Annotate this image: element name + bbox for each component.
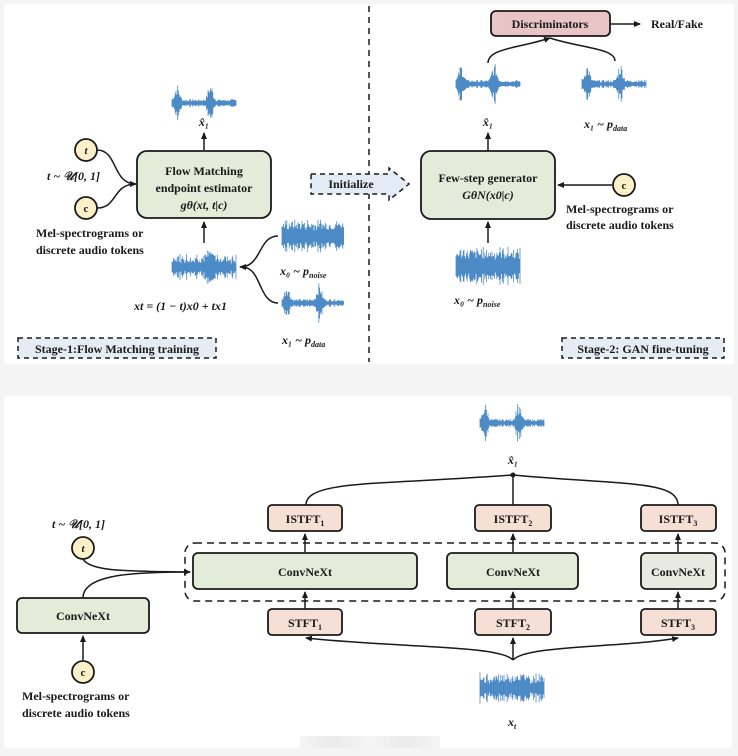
- arch-cond-line1: Mel-spectrograms or: [22, 689, 130, 703]
- stage2-label-box: [561, 337, 725, 359]
- stage2-cond-line2: discrete audio tokens: [566, 218, 674, 232]
- waveform-trace: [281, 219, 344, 253]
- initialize-label: Initialize: [328, 177, 374, 191]
- waveform-arch-output: [479, 404, 545, 442]
- waveform-trace: [581, 66, 647, 102]
- arch-cond-line2: discrete audio tokens: [22, 706, 130, 720]
- stage2-x-hat-1-label: x̂₁: [482, 115, 493, 129]
- x0-noise-label: x₀ ~ pnoise: [279, 264, 327, 280]
- initialize-arrow: [310, 166, 411, 202]
- x-hat-1-label: x̂₁: [198, 115, 209, 129]
- stft1-label: STFT1: [288, 616, 322, 632]
- t-circle-label: t: [84, 145, 88, 157]
- estimator-line1: Flow Matching: [165, 164, 243, 178]
- stage2-x0-noise-label: x₀ ~ pnoise: [453, 293, 501, 309]
- watermark: [300, 736, 440, 748]
- waveform-data-stage2: [581, 66, 647, 102]
- stage2-x1-data-label: x₁ ~ pdata: [583, 117, 627, 133]
- stage1-label-box: [17, 337, 217, 359]
- discriminators-box: [490, 10, 611, 37]
- convnext3-label: ConvNeXt: [651, 565, 705, 579]
- c-to-estimator-edge: [96, 183, 137, 209]
- real-to-disc-edge: [549, 37, 616, 62]
- waveform-data-stage1: [281, 283, 344, 323]
- xt-to-stft3-edge: [512, 636, 679, 661]
- istft2-label: ISTFT2: [494, 512, 533, 528]
- waveform-trace: [171, 85, 237, 121]
- waveform-xt-stage1: [171, 250, 237, 284]
- cond-convnext-label: ConvNeXt: [56, 609, 110, 623]
- flow-matching-estimator-box: [136, 150, 272, 219]
- stage2-c-circle: [612, 173, 636, 197]
- stft3-label: STFT3: [661, 616, 695, 632]
- stage2-c-circle-label: c: [622, 180, 627, 192]
- istft1-label: ISTFT1: [286, 512, 325, 528]
- t-to-backbone-edge: [82, 558, 191, 575]
- convnext2-label: ConvNeXt: [486, 565, 540, 579]
- convnext1-box: [192, 552, 418, 590]
- convnext2-box: [446, 552, 579, 590]
- estimator-formula: gθ(xt, t|c): [180, 198, 228, 212]
- stft1-box: [267, 608, 343, 636]
- stage2-cond-line1: Mel-spectrograms or: [566, 202, 674, 216]
- istft3-label: ISTFT3: [659, 512, 698, 528]
- stage2-label: Stage-2: GAN fine-tuning: [577, 342, 708, 356]
- cond-text-line2: discrete audio tokens: [36, 243, 144, 257]
- arch-xt-label: xt: [507, 715, 517, 731]
- t-to-estimator-edge: [96, 149, 137, 187]
- stft2-label: STFT2: [496, 616, 530, 632]
- waveform-trace: [171, 250, 237, 284]
- convnext1-label: ConvNeXt: [278, 565, 332, 579]
- fake-to-disc-edge: [487, 37, 551, 64]
- arch-t-circle-label: t: [81, 543, 85, 555]
- c-circle-label: c: [84, 203, 89, 215]
- waveform-trace: [281, 283, 344, 323]
- data-to-xt-edge: [241, 266, 279, 304]
- xt-formula: xt = (1 − t)x0 + tx1: [133, 299, 227, 313]
- waveform-trace: [455, 64, 521, 104]
- waveform-trace: [479, 672, 545, 704]
- istft1-to-output-edge: [305, 474, 514, 506]
- stft2-box: [474, 608, 552, 636]
- noise-to-xt-edge: [239, 235, 279, 270]
- convnext3-box: [640, 552, 717, 590]
- istft2-box: [474, 504, 552, 532]
- istft3-to-output-edge: [512, 474, 679, 506]
- discriminators-label: Discriminators: [512, 17, 589, 31]
- cond-text-line1: Mel-spectrograms or: [36, 226, 144, 240]
- waveform-trace: [479, 404, 545, 442]
- t-distribution-label: t ~ 𝒰[0, 1]: [47, 169, 100, 183]
- arch-c-circle-label: c: [81, 667, 86, 679]
- waveform-arch-input: [479, 672, 545, 704]
- arch-x-hat-1-label: x̂₁: [507, 453, 518, 467]
- istft1-box: [267, 504, 343, 532]
- xt-to-stft1-edge: [305, 635, 514, 661]
- few-step-generator-box: [420, 150, 556, 220]
- istft3-box: [640, 504, 717, 532]
- cond-to-backbone-edge: [82, 571, 191, 599]
- real-fake-label: Real/Fake: [651, 17, 704, 31]
- stft3-box: [640, 608, 717, 636]
- waveform-output-stage2: [455, 64, 521, 104]
- waveform-noise-stage1: [281, 219, 344, 253]
- cond-convnext-box: [16, 597, 150, 634]
- waveform-noise-stage2: [455, 246, 521, 286]
- waveform-output-stage1: [171, 85, 237, 121]
- x1-data-label: x₁ ~ pdata: [281, 333, 325, 349]
- arch-c-circle: [71, 660, 95, 684]
- stage1-label: Stage-1:Flow Matching training: [35, 342, 199, 356]
- generator-line1: Few-step generator: [439, 171, 539, 185]
- estimator-line2: endpoint estimator: [156, 181, 254, 195]
- arch-t-distribution-label: t ~ 𝒰[0, 1]: [52, 517, 105, 531]
- waveform-trace: [455, 246, 521, 286]
- generator-formula: GθN(x0|c): [462, 188, 514, 202]
